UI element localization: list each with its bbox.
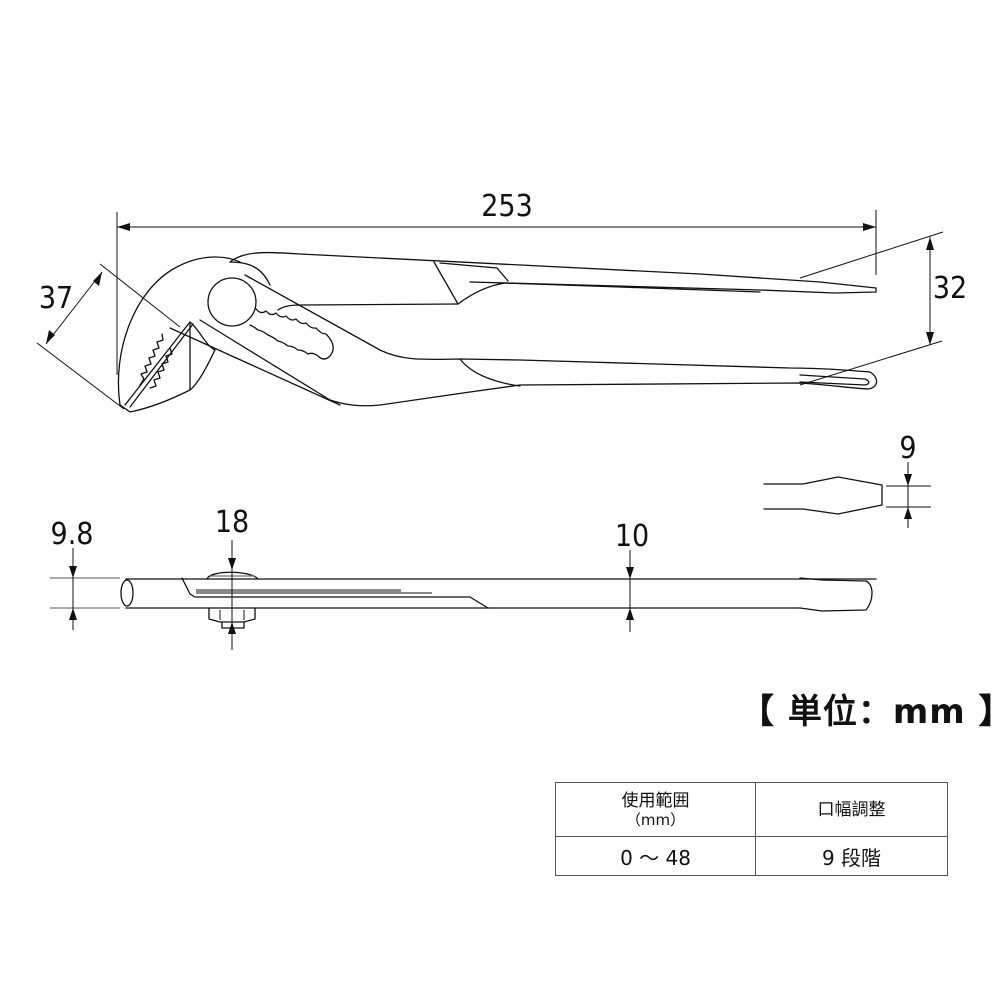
header-usage-range-label: 使用範囲 (621, 790, 690, 811)
unit-label: 【 単位：mm 】 (740, 692, 1001, 732)
spec-table: 使用範囲 （mm） 口幅調整 0 ～ 48 9 段階 (554, 782, 948, 876)
header-usage-range: 使用範囲 （mm） (554, 782, 757, 837)
dim-253-label: 253 (481, 189, 533, 224)
dimension-pivot-thickness: 18 (215, 505, 249, 650)
handle-end-detail: 9 (763, 431, 931, 528)
dim-9-label: 9 (899, 431, 916, 466)
dimension-overall-length: 253 (116, 189, 877, 375)
dimension-jaw-tip-thickness: 9.8 (50, 517, 120, 630)
jaw-adjustment-value: 9 段階 (755, 836, 948, 876)
dimension-jaw-opening: 37 (36, 263, 181, 410)
pliers-edge-view (120, 571, 877, 629)
dim-10-label: 10 (615, 519, 649, 554)
header-jaw-adjustment-label: 口幅調整 (817, 799, 886, 820)
usage-range-value: 0 ～ 48 (554, 836, 757, 876)
spec-table-header-row: 使用範囲 （mm） 口幅調整 (554, 782, 948, 837)
pliers-side-view (117, 251, 878, 413)
dimension-handle-thickness: 10 (615, 519, 649, 632)
dim-32-label: 32 (933, 271, 967, 306)
dim-18-label: 18 (215, 505, 249, 540)
dim-37-label: 37 (39, 281, 73, 316)
table-row: 0 ～ 48 9 段階 (554, 836, 948, 876)
header-usage-range-unit: （mm） (625, 810, 686, 829)
header-jaw-adjustment: 口幅調整 (755, 782, 948, 837)
dimension-handle-spread: 32 (799, 231, 967, 386)
dim-9-8-label: 9.8 (51, 517, 94, 552)
